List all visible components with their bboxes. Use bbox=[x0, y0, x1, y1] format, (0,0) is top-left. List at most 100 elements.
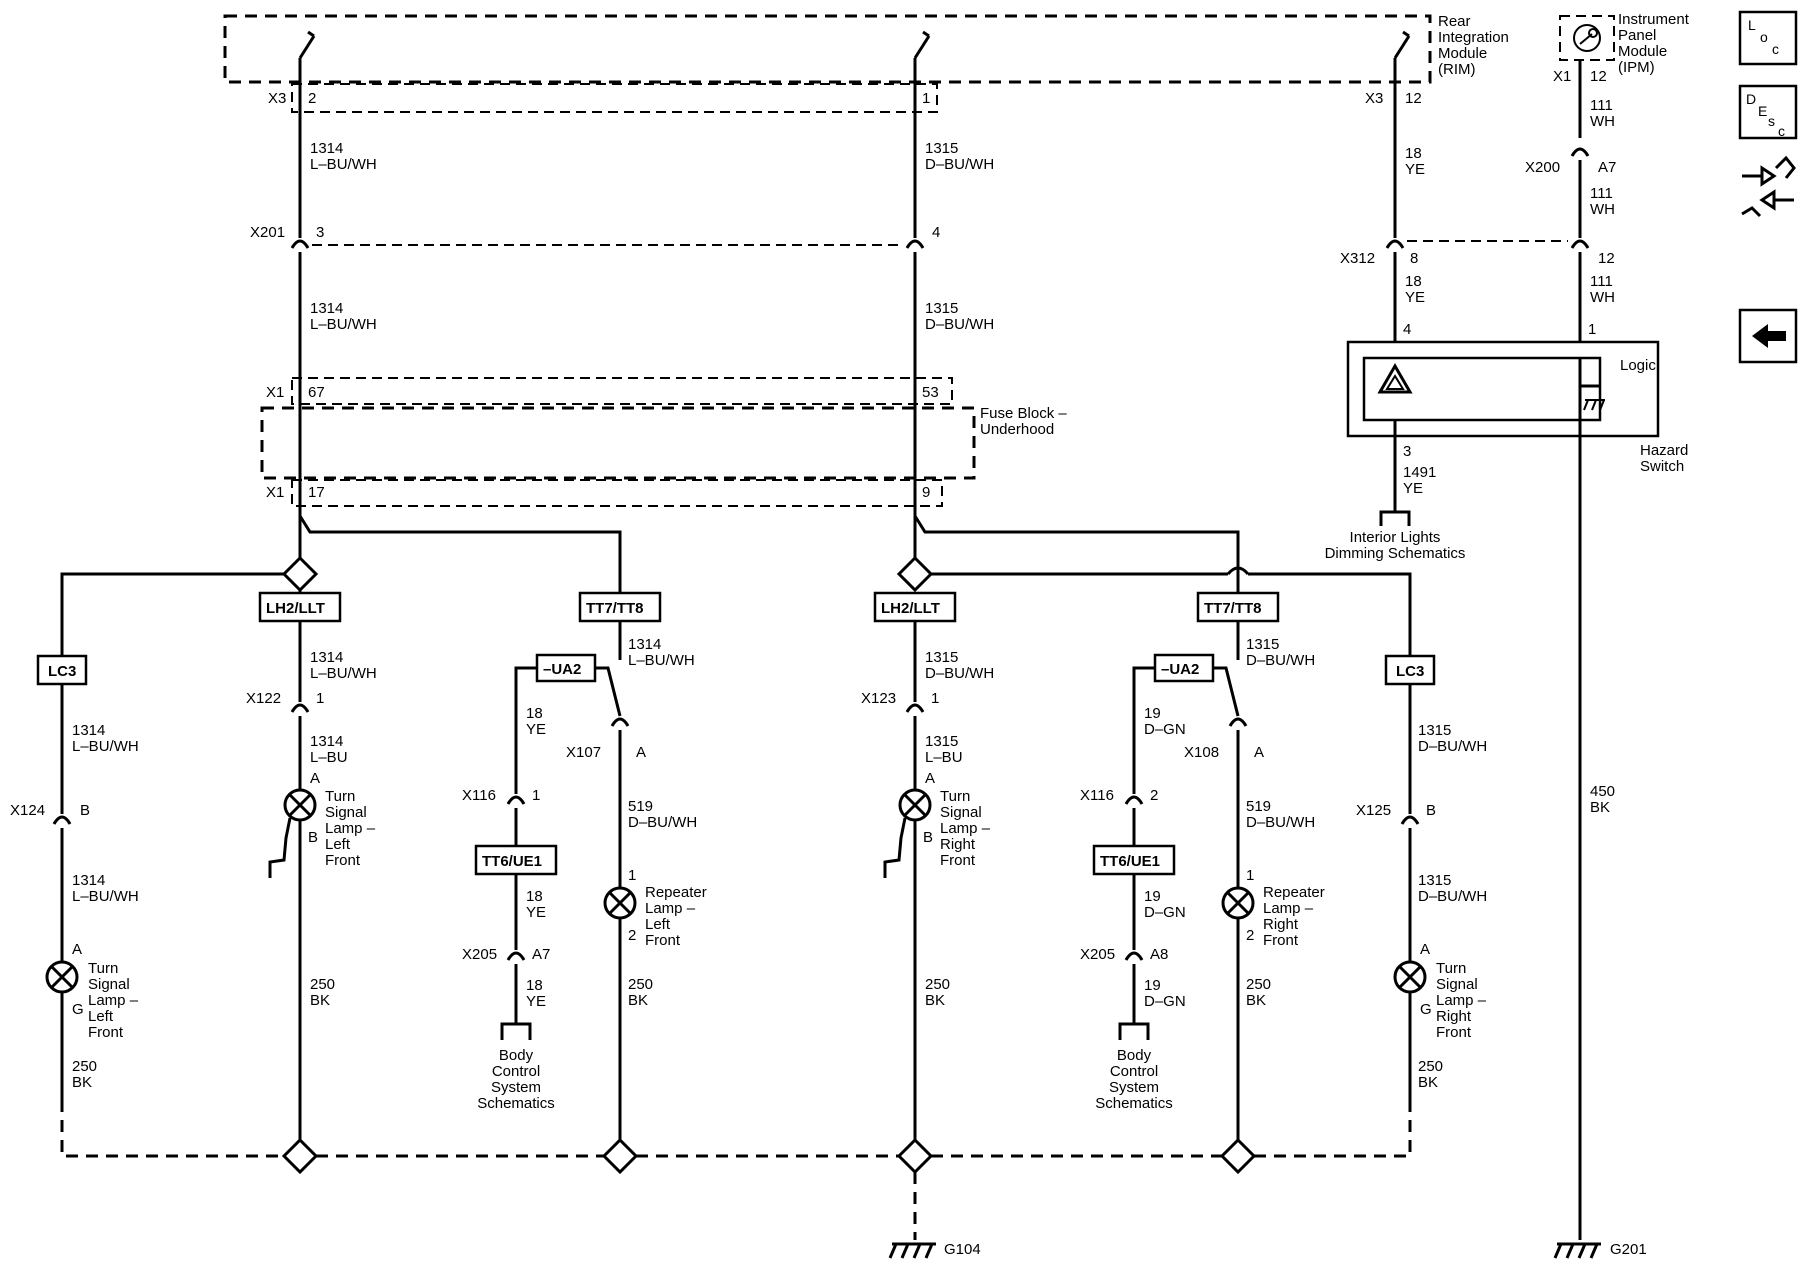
right-lh2-lamp-l4: Right bbox=[940, 836, 976, 853]
left-x1a-pin: 67 bbox=[308, 384, 325, 401]
right-bcs-l1: Body bbox=[1117, 1047, 1152, 1064]
svg-text:s: s bbox=[1768, 113, 1775, 129]
left-x1a-conn: X1 bbox=[266, 384, 284, 401]
right-rep-l3: Right bbox=[1263, 916, 1299, 933]
left-rep-l4: Front bbox=[645, 932, 681, 949]
left-rep-l3: Left bbox=[645, 916, 671, 933]
left-tt6-wire2-num: 18 bbox=[526, 977, 543, 994]
left-lc3-lamp-l3: Lamp – bbox=[88, 992, 139, 1009]
left-lh2-branch: LH2/LLT 1314 L–BU/WH X122 1 1314 L–BU A … bbox=[246, 591, 377, 1140]
left-lc3-lamp-l2: Signal bbox=[88, 976, 130, 993]
hazard-circuit: X3 12 18 YE X312 8 18 YE 4 X1 12 111 WH … bbox=[1325, 60, 1688, 1259]
x125-label: X125 bbox=[1356, 802, 1391, 819]
right-lc3-lamp-pin-a: A bbox=[1420, 941, 1430, 958]
hazard-switch-label-1: Hazard bbox=[1640, 442, 1688, 459]
right-lh2-wire2-num: 1315 bbox=[925, 733, 958, 750]
left-lh2-wire2-color: L–BU bbox=[310, 749, 348, 766]
right-lh2-branch: LH2/LLT 1315 D–BU/WH X123 1 1315 L–BU A … bbox=[861, 591, 994, 1140]
hz-pin-ipm: 1 bbox=[1588, 321, 1596, 338]
desc-button[interactable]: D E s c bbox=[1738, 84, 1798, 140]
left-lh2-lamp-l3: Lamp – bbox=[325, 820, 376, 837]
fuse-block-label-2: Underhood bbox=[980, 421, 1054, 438]
hz-ground-wire-num: 450 bbox=[1590, 783, 1615, 800]
left-x205-label: X205 bbox=[462, 946, 497, 963]
right-tt6-wire1-color: D–GN bbox=[1144, 904, 1186, 921]
hazard-logic-label: Logic bbox=[1620, 357, 1656, 374]
svg-text:c: c bbox=[1772, 41, 1779, 57]
left-tt7-branch: TT7/TT8 1314 L–BU/WH –UA2 18 YE X116 1 T… bbox=[462, 591, 707, 1140]
svg-text:D: D bbox=[1746, 91, 1756, 107]
left-top-splice bbox=[282, 556, 318, 592]
left-lh2-wire2-num: 1314 bbox=[310, 733, 343, 750]
right-lc3-wire2-num: 1315 bbox=[1418, 872, 1451, 889]
hz-wire-out-num: 1491 bbox=[1403, 464, 1436, 481]
right-x205-pin: A8 bbox=[1150, 946, 1168, 963]
hz-ground-wire-color: BK bbox=[1590, 799, 1610, 816]
left-lh2-lamp-l1: Turn bbox=[325, 788, 355, 805]
left-lc3-label: LC3 bbox=[48, 663, 76, 680]
right-lc3-lamp-l1: Turn bbox=[1436, 960, 1466, 977]
rim-label-3: Module bbox=[1438, 45, 1487, 62]
right-x3-pin: 1 bbox=[922, 90, 930, 107]
ground-bus: G104 bbox=[60, 1100, 1412, 1259]
right-lc3-ground-color: BK bbox=[1418, 1074, 1438, 1091]
right-rep-wire-num: 519 bbox=[1246, 798, 1271, 815]
hz-ipm-wire1-color: WH bbox=[1590, 113, 1615, 130]
left-lh2-wire1-color: L–BU/WH bbox=[310, 665, 377, 682]
ipm-label-4: (IPM) bbox=[1618, 59, 1655, 76]
right-x116-label: X116 bbox=[1080, 787, 1114, 804]
right-lc3-lamp-l5: Front bbox=[1436, 1024, 1472, 1041]
right-x201-pin: 4 bbox=[932, 224, 940, 241]
left-tt7-wire-color: L–BU/WH bbox=[628, 652, 695, 669]
left-tt6-wire1-num: 18 bbox=[526, 888, 543, 905]
right-tt7-branch: TT7/TT8 1315 D–BU/WH –UA2 19 D–GN X116 2… bbox=[1080, 591, 1325, 1140]
right-lc3-lamp-pin-g: G bbox=[1420, 1001, 1432, 1018]
x123-label: X123 bbox=[861, 690, 896, 707]
x125-pin: B bbox=[1426, 802, 1436, 819]
left-x201-conn: X201 bbox=[250, 224, 285, 241]
right-bcs-l4: Schematics bbox=[1095, 1095, 1173, 1112]
left-rep-pin1: 1 bbox=[628, 867, 636, 884]
right-wire-a-num: 1315 bbox=[925, 140, 958, 157]
hz-wire-b-color: YE bbox=[1405, 289, 1425, 306]
left-x3-pin: 2 bbox=[308, 90, 316, 107]
left-lc3-wire1-num: 1314 bbox=[72, 722, 105, 739]
instrument-panel-module: Instrument Panel Module (IPM) bbox=[1559, 11, 1690, 76]
left-lh2-lamp-pin-b: B bbox=[308, 829, 318, 846]
left-main-circuit: X3 2 1314 L–BU/WH X201 3 1314 L–BU/WH X1… bbox=[250, 70, 377, 560]
right-lh2-lamp-l1: Turn bbox=[940, 788, 970, 805]
svg-text:o: o bbox=[1760, 29, 1768, 45]
left-x3-conn: X3 bbox=[268, 90, 286, 107]
back-arrow-button[interactable]: back bbox=[1738, 308, 1798, 364]
rim-label-1: Rear bbox=[1438, 13, 1471, 30]
left-rep-wire-num: 519 bbox=[628, 798, 653, 815]
left-x116-label: X116 bbox=[462, 787, 496, 804]
hz-ipm-conn: X1 bbox=[1553, 68, 1571, 85]
x312-pin: 8 bbox=[1410, 250, 1418, 267]
left-rep-pin2: 2 bbox=[628, 927, 636, 944]
right-lh2-lamp-l3: Lamp – bbox=[940, 820, 991, 837]
hz-dim-l2: Dimming Schematics bbox=[1325, 545, 1466, 562]
left-lc3-lamp-l4: Left bbox=[88, 1008, 114, 1025]
left-lh2-lamp-pin-a: A bbox=[310, 770, 320, 787]
hz-wire-a-num: 18 bbox=[1405, 145, 1422, 162]
left-lh2-wire1-num: 1314 bbox=[310, 649, 343, 666]
right-rep-l1: Repeater bbox=[1263, 884, 1325, 901]
connector-icon[interactable] bbox=[1741, 155, 1796, 218]
x200-label: X200 bbox=[1525, 159, 1560, 176]
loc-button[interactable]: L o c bbox=[1738, 10, 1798, 66]
left-lc3-wire1-color: L–BU/WH bbox=[72, 738, 139, 755]
hz-ipm-wire2-num: 111 bbox=[1590, 185, 1613, 202]
right-lh2-lamp-pin-a: A bbox=[925, 770, 935, 787]
right-lc3-wire2-color: D–BU/WH bbox=[1418, 888, 1487, 905]
right-lh2-ground-color: BK bbox=[925, 992, 945, 1009]
right-lc3-lamp-l3: Lamp – bbox=[1436, 992, 1487, 1009]
left-lc3-lamp-l1: Turn bbox=[88, 960, 118, 977]
right-lh2-ground-num: 250 bbox=[925, 976, 950, 993]
right-rep-pin1: 1 bbox=[1246, 867, 1254, 884]
left-x205-pin: A7 bbox=[532, 946, 550, 963]
left-rep-l2: Lamp – bbox=[645, 900, 696, 917]
right-x1a-pin: 53 bbox=[922, 384, 939, 401]
right-tt6-label: TT6/UE1 bbox=[1100, 853, 1160, 870]
x122-pin: 1 bbox=[316, 690, 324, 707]
